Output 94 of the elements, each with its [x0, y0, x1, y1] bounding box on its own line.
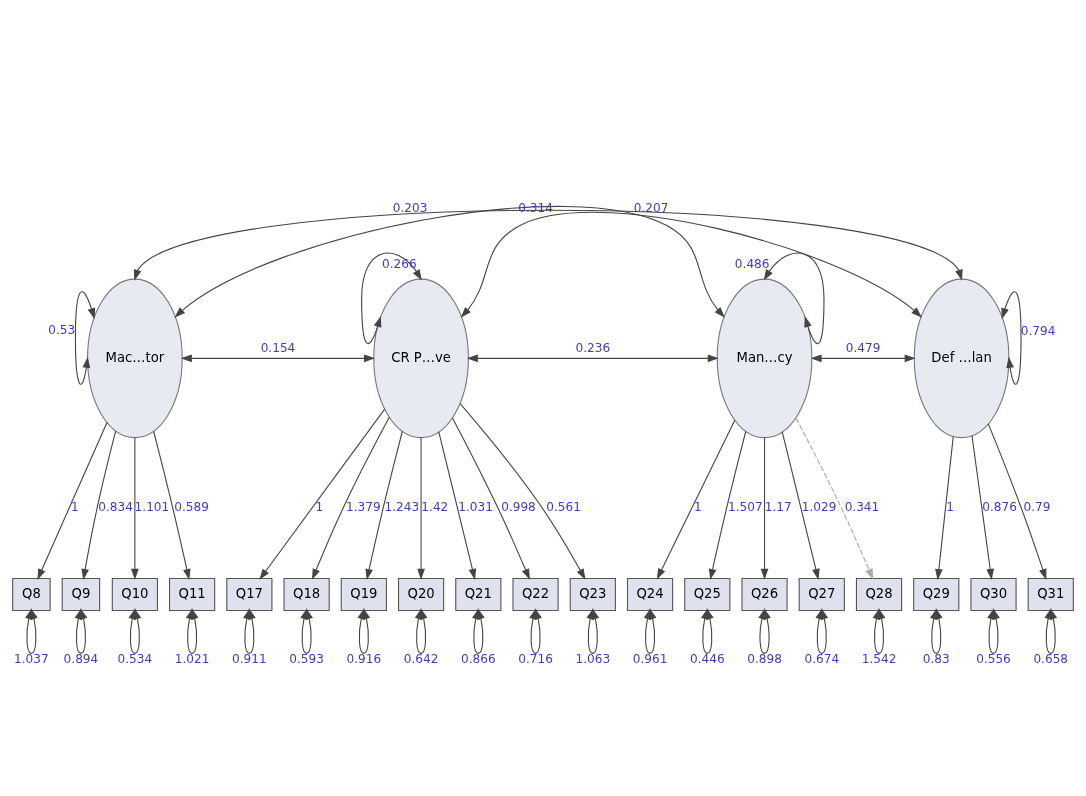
- arrow: [131, 437, 139, 580]
- arrow: [259, 408, 386, 580]
- edge-label: 0.556: [976, 652, 1011, 667]
- edge-label: 0.236: [575, 340, 611, 355]
- edge-label: 0.911: [232, 652, 267, 667]
- node-box: Q11: [169, 578, 216, 611]
- node-box: Q28: [855, 578, 903, 611]
- edge-label: 1.101: [134, 500, 170, 515]
- edge-label: 0.593: [289, 652, 324, 667]
- edge-label: 1.507: [727, 500, 763, 515]
- node-box: Q25: [684, 578, 731, 611]
- edge-label: 1: [315, 500, 324, 515]
- arrow: [810, 354, 916, 363]
- node-box: Q31: [1027, 578, 1074, 611]
- edge-label: 0.341: [844, 500, 880, 515]
- arrow: [760, 437, 769, 580]
- arrow: [133, 209, 963, 281]
- edge-label: 0.916: [346, 652, 382, 667]
- arrow: [361, 252, 422, 345]
- node-box: Q8: [12, 578, 51, 611]
- edge-label: 0.894: [63, 652, 99, 667]
- arrow: [180, 354, 376, 363]
- edge-label: 0.446: [689, 652, 725, 667]
- edge-label: 0.207: [633, 200, 669, 215]
- edge-label: 1.029: [801, 500, 837, 515]
- arrow: [460, 211, 923, 318]
- arrow: [656, 419, 736, 580]
- edge-label: 0.794: [1020, 323, 1056, 338]
- edge-label: 0.83: [922, 652, 950, 667]
- arrow: [1001, 291, 1022, 385]
- edge-label: 1.542: [861, 652, 897, 667]
- arrow: [365, 430, 403, 581]
- node-box: Q19: [340, 578, 387, 611]
- arrow: [935, 436, 954, 581]
- arrow: [417, 437, 425, 580]
- edge-label: 0.154: [260, 340, 296, 355]
- edge-label: 0.876: [982, 500, 1017, 515]
- edge-label: 0.834: [98, 500, 133, 515]
- arrow: [452, 417, 530, 580]
- edge-label: 1.021: [174, 652, 210, 667]
- edge-label: 0.961: [632, 652, 668, 667]
- edge-label: 1: [71, 500, 79, 515]
- edge-label: 1.17: [764, 500, 792, 515]
- node-box: Q27: [798, 578, 845, 611]
- edge-label: 0.561: [546, 500, 581, 515]
- edge-label: 0.203: [392, 200, 428, 215]
- edge-label: 0.479: [845, 340, 881, 355]
- edge-label: 0.998: [501, 500, 536, 515]
- edge-label: 1.42: [421, 500, 449, 515]
- node-box: Q29: [913, 578, 960, 611]
- arrow: [781, 431, 820, 580]
- node-box: Q9: [61, 578, 101, 611]
- edge-label: 1.031: [458, 500, 493, 515]
- edge-label: 0.658: [1033, 652, 1069, 667]
- edge-label: 0.589: [174, 500, 209, 515]
- node-box: Q18: [283, 578, 330, 611]
- edge-label: 0.79: [1023, 500, 1051, 515]
- edge-label: 1.063: [575, 652, 611, 667]
- arrow: [174, 205, 725, 318]
- edge-label: 0.674: [804, 652, 840, 667]
- edge-label: 0.53: [48, 323, 76, 338]
- edge-label: 1.243: [384, 500, 420, 515]
- arrow: [795, 417, 874, 580]
- arrow: [312, 416, 390, 580]
- edge-label: 1.379: [345, 500, 381, 515]
- arrow: [81, 430, 117, 580]
- node-box: Q21: [455, 578, 502, 611]
- arrow: [466, 354, 719, 363]
- edge-label: 1: [946, 500, 954, 515]
- node-box: Q26: [741, 578, 788, 611]
- edge-label: 1: [694, 500, 702, 515]
- edge-label: 0.866: [461, 652, 496, 667]
- node-box: Q24: [626, 578, 674, 611]
- arrow: [987, 423, 1047, 580]
- arrow: [708, 430, 747, 581]
- arrow: [459, 403, 586, 580]
- node-box: Q23: [569, 578, 616, 611]
- arrow: [763, 252, 825, 345]
- node-box: Q22: [512, 578, 559, 611]
- edge-label: 0.716: [518, 652, 553, 667]
- node-box: Q17: [226, 578, 273, 611]
- node-box: Q20: [397, 578, 445, 611]
- edge-label: 1.037: [14, 652, 49, 667]
- node-box: Q30: [970, 578, 1017, 611]
- arrow: [37, 421, 108, 580]
- edge-label: 0.534: [117, 652, 153, 667]
- arrow: [74, 291, 96, 385]
- edge-label: 0.642: [403, 652, 439, 667]
- node-box: Q10: [111, 578, 158, 611]
- arrow: [971, 435, 994, 580]
- edge-label: 0.898: [747, 652, 782, 667]
- edge-label: 0.486: [734, 256, 770, 271]
- arrow: [153, 430, 191, 581]
- arrow: [438, 431, 477, 580]
